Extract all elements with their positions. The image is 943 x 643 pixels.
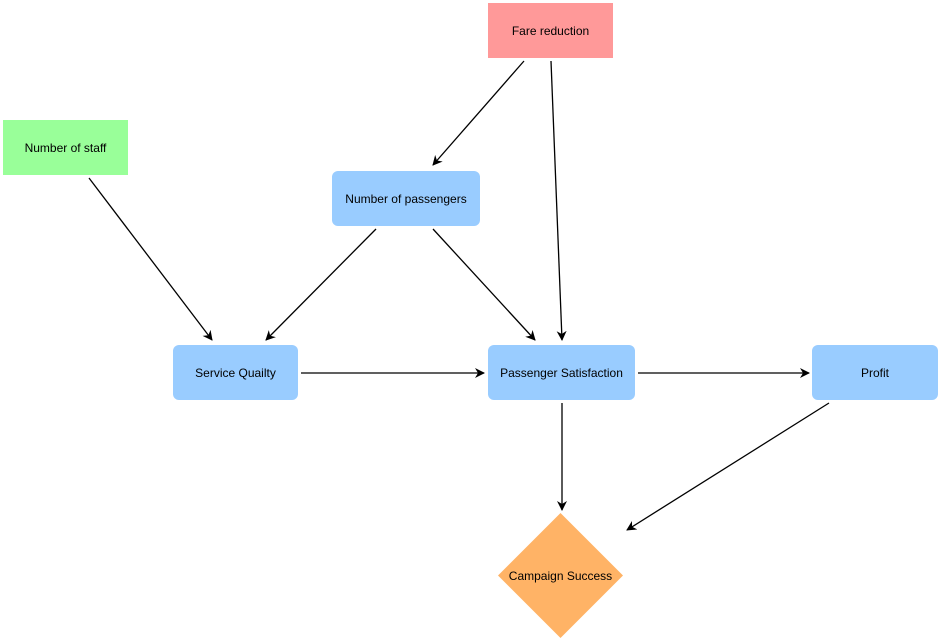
node-number-of-passengers[interactable]: Number of passengers (332, 171, 480, 226)
node-number-of-passengers-label: Number of passengers (345, 191, 467, 206)
edge-passengers-to-satisfaction (432, 228, 536, 341)
campaign-success-diamond (498, 513, 623, 638)
node-service-quality[interactable]: Service Quailty (173, 345, 298, 400)
node-campaign-success[interactable]: Campaign Success (498, 513, 623, 638)
node-number-of-staff-label: Number of staff (24, 140, 107, 155)
node-fare-reduction-label: Fare reduction (511, 23, 590, 38)
node-passenger-satisfaction[interactable]: Passenger Satisfaction (488, 345, 635, 400)
node-service-quality-label: Service Quailty (195, 365, 276, 380)
node-number-of-staff[interactable]: Number of staff (3, 120, 128, 175)
node-fare-reduction[interactable]: Fare reduction (488, 3, 613, 58)
edge-fare-to-passengers (432, 60, 525, 166)
node-profit-label: Profit (860, 365, 889, 380)
edge-fare-to-satisfaction (550, 60, 567, 341)
node-campaign-success-label: Campaign Success (508, 568, 613, 583)
edge-profit-to-campaign (626, 402, 830, 531)
edge-passengers-to-service (265, 228, 377, 341)
edge-staff-to-service (88, 177, 213, 341)
node-passenger-satisfaction-label: Passenger Satisfaction (500, 365, 623, 380)
node-profit[interactable]: Profit (812, 345, 938, 400)
